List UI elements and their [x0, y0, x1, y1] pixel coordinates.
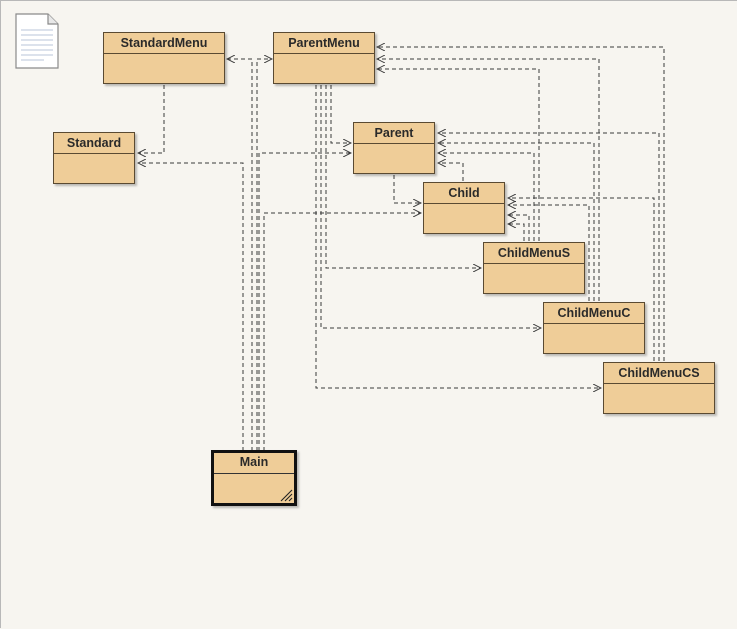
class-box-parentmenu[interactable]: ParentMenu	[273, 32, 375, 84]
edge-childmenucs-parent	[438, 133, 660, 361]
edge-childmenus-child	[508, 215, 530, 241]
class-name: ParentMenu	[274, 33, 374, 54]
class-name: ChildMenuS	[484, 243, 584, 264]
class-name: ChildMenuC	[544, 303, 644, 324]
edge-childmenuc-parentmenu	[377, 59, 600, 301]
class-box-standard[interactable]: Standard	[53, 132, 135, 184]
edge-childmenus-child-2	[508, 224, 525, 241]
edge-childmenuc-parent	[438, 143, 595, 301]
edge-main-standardmenu	[227, 59, 253, 451]
resize-grip-icon[interactable]	[279, 488, 293, 502]
edge-parentmenu-childmenuc	[320, 85, 541, 328]
edge-main-parent	[258, 153, 351, 451]
edge-standardmenu-standard	[138, 85, 165, 153]
edge-main-parentmenu	[256, 59, 272, 451]
edge-parentmenu-parent	[330, 85, 351, 143]
class-box-parent[interactable]: Parent	[353, 122, 435, 174]
edge-parentmenu-childmenus	[325, 85, 481, 268]
edge-child-parent	[438, 163, 464, 181]
class-name: StandardMenu	[104, 33, 224, 54]
edge-childmenucs-child	[508, 198, 655, 361]
edge-childmenus-parent	[438, 153, 535, 241]
edge-main-standard	[138, 163, 244, 451]
class-name: Main	[214, 453, 294, 474]
document-icon[interactable]	[14, 12, 60, 70]
edge-parent-child	[393, 175, 421, 203]
class-name: Parent	[354, 123, 434, 144]
class-box-childmenus[interactable]: ChildMenuS	[483, 242, 585, 294]
edge-childmenucs-parentmenu	[377, 47, 665, 361]
class-name: Standard	[54, 133, 134, 154]
edge-parentmenu-childmenucs	[315, 85, 601, 388]
class-box-childmenucs[interactable]: ChildMenuCS	[603, 362, 715, 414]
class-box-child[interactable]: Child	[423, 182, 505, 234]
class-name: Child	[424, 183, 504, 204]
edge-main-child	[263, 213, 421, 451]
edge-childmenus-parentmenu	[377, 69, 540, 241]
class-name: ChildMenuCS	[604, 363, 714, 384]
edge-childmenuc-child	[508, 205, 590, 301]
class-box-childmenuc[interactable]: ChildMenuC	[543, 302, 645, 354]
class-box-main[interactable]: Main	[211, 450, 297, 506]
class-box-standardmenu[interactable]: StandardMenu	[103, 32, 225, 84]
